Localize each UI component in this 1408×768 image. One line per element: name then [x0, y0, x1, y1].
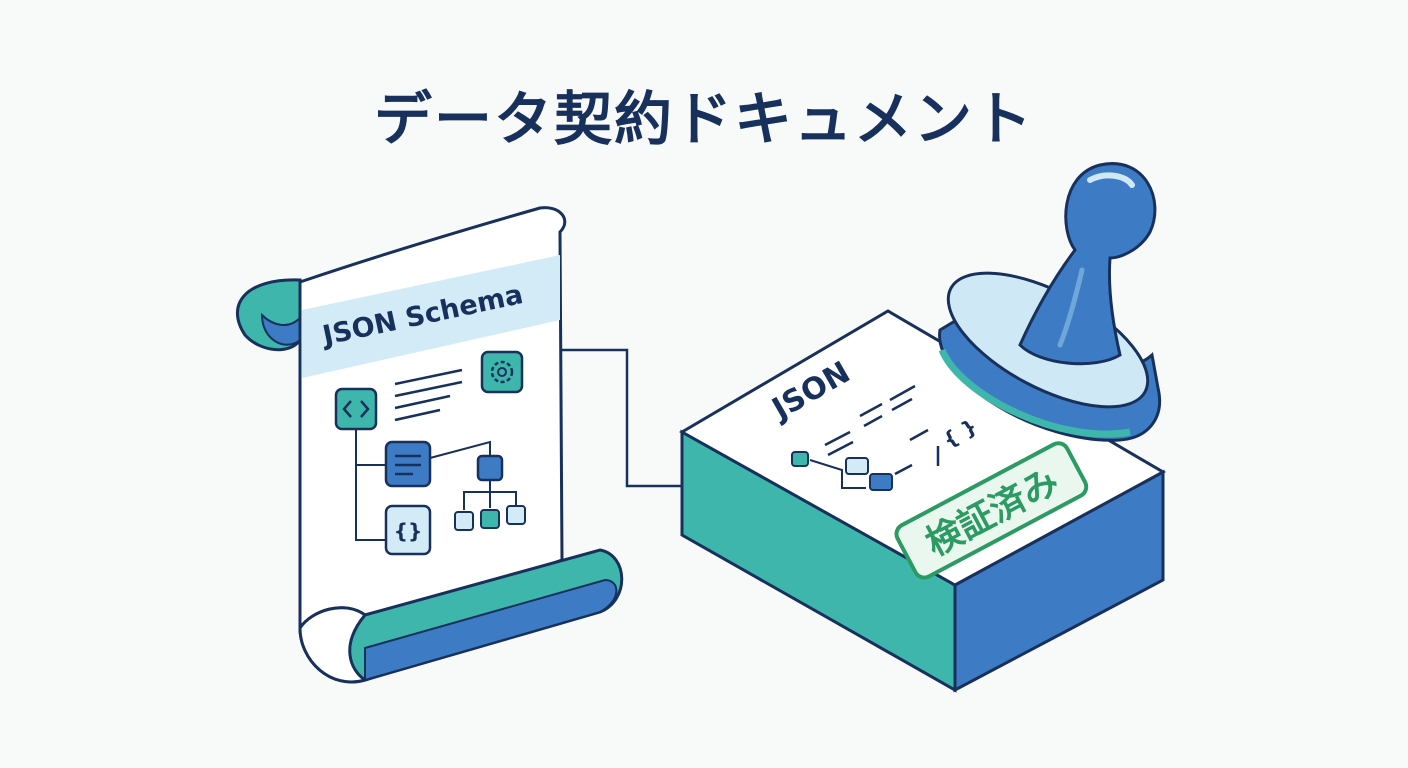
document-icon [384, 440, 432, 488]
code-icon [334, 387, 378, 431]
connector-line [560, 348, 690, 488]
scroll-header-band [302, 255, 560, 378]
stamp-handle [1018, 162, 1157, 366]
hierarchy-icon [454, 454, 526, 531]
json-block: JSON { } 検証済み [678, 309, 1167, 693]
svg-text:{}: {} [394, 519, 422, 543]
page-title: データ契約ドキュメント [373, 85, 1034, 153]
rubber-stamp [938, 162, 1161, 442]
gear-icon [480, 350, 524, 394]
braces-icon: {} [384, 504, 432, 556]
json-schema-scroll: JSON Schema [235, 206, 624, 684]
